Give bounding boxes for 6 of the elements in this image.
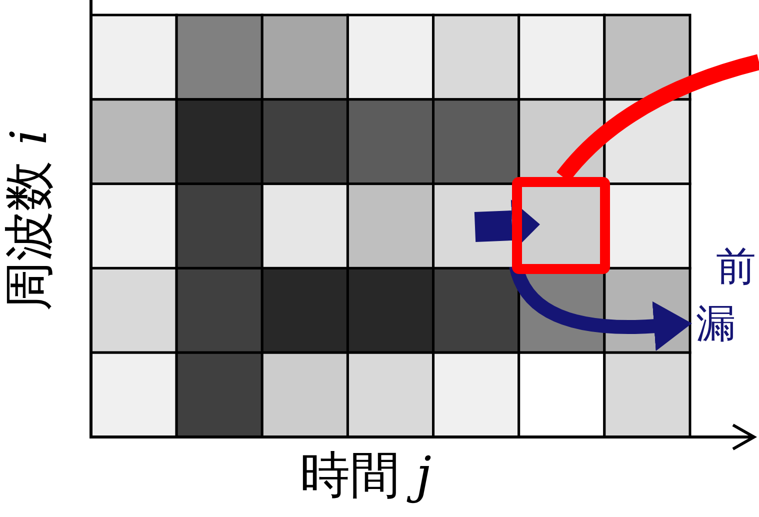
curved-arrow [509,264,692,352]
annotation-text: 前 [716,243,756,291]
highlight-box [512,177,610,274]
annotation-text: 漏 [696,300,736,348]
axis-label: 周波数 i [0,129,59,311]
axis-label: 時間 j [300,445,432,505]
